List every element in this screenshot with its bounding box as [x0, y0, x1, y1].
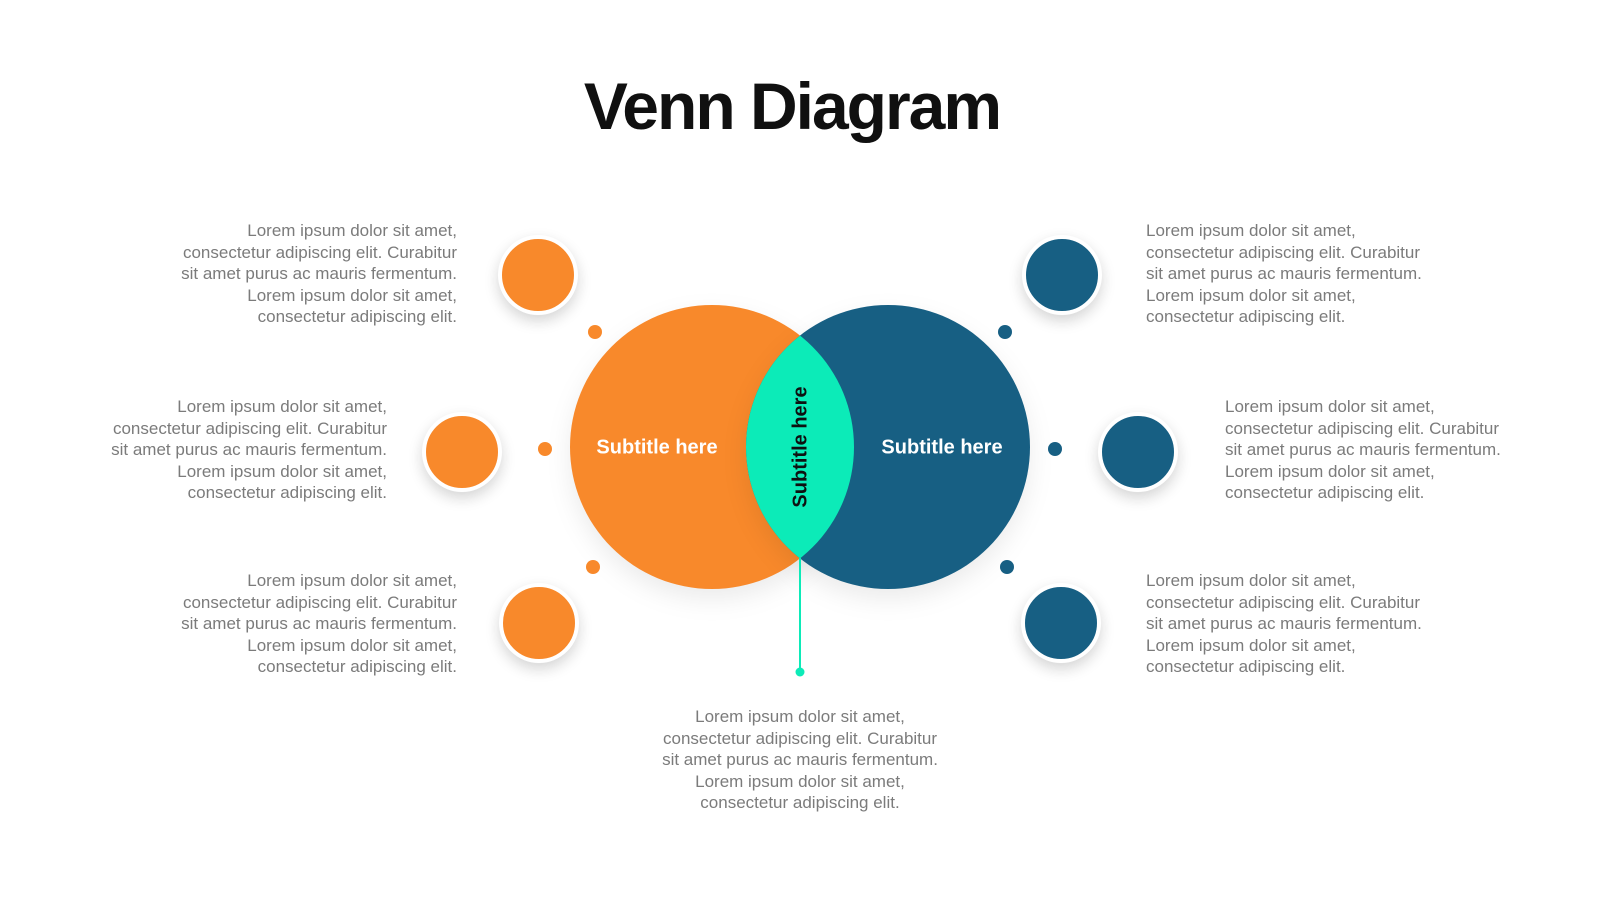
- marker-circle-middle-left: [422, 412, 502, 492]
- accent-dot-top-left: [588, 325, 602, 339]
- marker-circle-middle-right: [1098, 412, 1178, 492]
- intersection-label: Subtitle here: [789, 386, 812, 508]
- accent-dot-middle-right: [1048, 442, 1062, 456]
- accent-dot-bottom-right: [1000, 560, 1014, 574]
- page-title: Venn Diagram: [583, 69, 1002, 143]
- venn-intersection: [746, 305, 854, 589]
- text-block-top-right: Lorem ipsum dolor sit amet, consectetur …: [1146, 221, 1422, 326]
- text-block-middle-left: Lorem ipsum dolor sit amet, consectetur …: [111, 397, 387, 502]
- text-block-middle-right: Lorem ipsum dolor sit amet, consectetur …: [1225, 397, 1501, 502]
- marker-circle-bottom-left: [499, 583, 579, 663]
- marker-circle-top-left: [498, 235, 578, 315]
- text-block-bottom-center: Lorem ipsum dolor sit amet, consectetur …: [662, 707, 938, 812]
- marker-circle-top-right: [1022, 235, 1102, 315]
- accent-dot-top-right: [998, 325, 1012, 339]
- accent-dot-bottom-left: [586, 560, 600, 574]
- text-block-bottom-left: Lorem ipsum dolor sit amet, consectetur …: [181, 571, 457, 676]
- connector-end-dot: [795, 667, 805, 677]
- left-circle-label: Subtitle here: [596, 436, 718, 459]
- right-circle-label: Subtitle here: [881, 436, 1003, 459]
- text-block-top-left: Lorem ipsum dolor sit amet, consectetur …: [181, 221, 457, 326]
- marker-circle-bottom-right: [1021, 583, 1101, 663]
- accent-dot-middle-left: [538, 442, 552, 456]
- text-block-bottom-right: Lorem ipsum dolor sit amet, consectetur …: [1146, 571, 1422, 676]
